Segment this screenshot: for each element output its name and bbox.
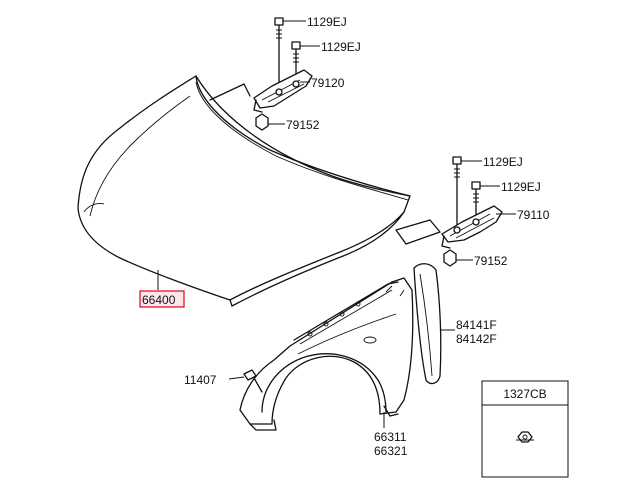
fender-seal-label-1[interactable]: 84141F [456, 318, 497, 332]
upper-bolt-a-label[interactable]: 1129EJ [307, 15, 347, 29]
fender-label-1[interactable]: 66311 [374, 430, 407, 444]
hinge-nut-right[interactable] [443, 249, 457, 267]
hood-label-highlight [139, 290, 185, 308]
hinge-left[interactable] [253, 69, 313, 113]
fender-seal[interactable] [413, 263, 442, 385]
lower-bolt-b-label[interactable]: 1129EJ [501, 180, 541, 194]
lower-bolt-a-label[interactable]: 1129EJ [483, 155, 523, 169]
upper-hinge-bolt-a[interactable] [274, 17, 284, 89]
fender-label-2[interactable]: 66321 [374, 444, 408, 458]
flange-nut-icon [516, 431, 534, 443]
fender-clip[interactable] [243, 369, 263, 393]
fender-clip-label[interactable]: 11407 [184, 373, 217, 387]
upper-bolt-b-label[interactable]: 1129EJ [321, 40, 361, 54]
hinge-nut-left[interactable] [255, 113, 269, 131]
hinge-right-label[interactable]: 79110 [517, 208, 550, 222]
fender-seal-label-2[interactable]: 84142F [456, 332, 497, 346]
hinge-right[interactable] [441, 205, 503, 249]
nut-callout-box[interactable]: 1327CB [481, 380, 569, 478]
nut-callout-label: 1327CB [503, 387, 546, 401]
front-fender[interactable] [239, 277, 414, 431]
hood-panel[interactable] [77, 75, 441, 307]
hinge-nut-left-label[interactable]: 79152 [286, 118, 320, 132]
lower-hinge-bolt-a[interactable] [452, 156, 462, 237]
hood-part-number[interactable]: 66400 [142, 293, 176, 307]
hinge-left-label[interactable]: 79120 [311, 76, 345, 90]
hinge-nut-right-label[interactable]: 79152 [474, 254, 508, 268]
